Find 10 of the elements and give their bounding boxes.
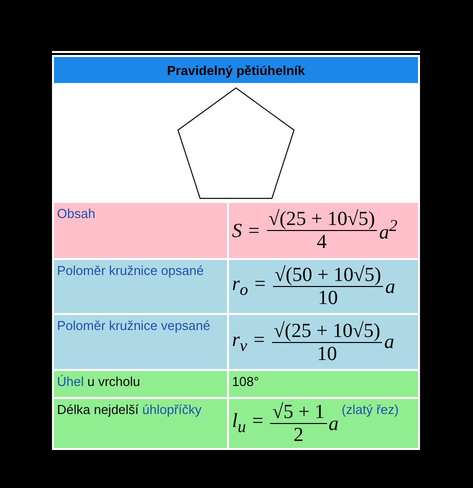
row-label: Délka nejdelší úhlopříčky <box>57 402 202 417</box>
link: Poloměr kružnice vepsané <box>57 318 210 333</box>
row-label: Úhel u vrcholu <box>57 374 140 389</box>
link: úhlopříčky <box>142 402 202 417</box>
link: Úhel <box>57 374 84 389</box>
link: Obsah <box>57 206 96 221</box>
title-bar: Pravidelný pětiúhelník <box>53 56 419 84</box>
link: (zlatý řez) <box>342 402 399 417</box>
value-text: 108° <box>232 374 259 389</box>
link: Poloměr kružnice opsané <box>57 263 204 278</box>
